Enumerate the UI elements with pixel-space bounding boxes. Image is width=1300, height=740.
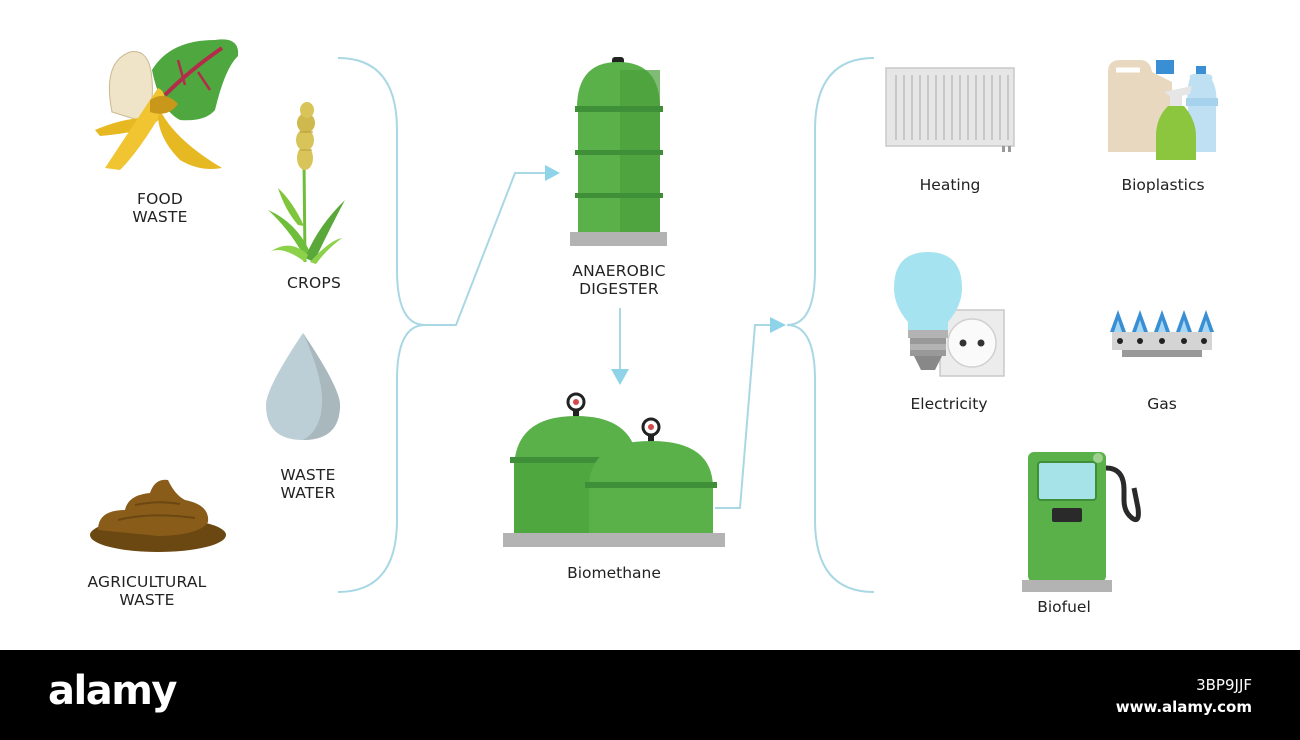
arrow-to-outputs [715,324,770,509]
site-url: www.alamy.com [1115,698,1252,716]
label-gas: Gas [1147,395,1177,413]
fuel-pump-icon [1022,452,1141,592]
plastic-bottles-icon [1108,60,1218,160]
anaerobic-digester-icon [570,57,667,246]
arrow-to-digester [425,172,545,326]
gas-burner-icon [1110,310,1214,357]
label-agricultural-waste: AGRICULTURAL WASTE [87,573,207,609]
manure-icon [90,479,226,552]
alamy-logo: alamy [48,668,177,714]
output-brace [786,57,875,593]
watermark-bar [0,650,1300,740]
lightbulb-socket-icon [894,252,1005,377]
label-electricity: Electricity [910,395,988,413]
arrow-head-digester [545,165,560,181]
biomethane-tanks-icon [503,392,725,547]
water-drop-icon [266,333,340,440]
label-bioplastics: Bioplastics [1121,176,1205,194]
biogas-diagram [90,39,1218,593]
radiator-icon [885,67,1015,152]
label-crops: CROPS [287,274,341,292]
arrow-head-outputs [770,317,786,333]
label-biofuel: Biofuel [1037,598,1091,616]
arrow-head-biomethane [611,369,629,385]
label-food-waste: FOOD WASTE [132,190,188,226]
label-anaerobic-digester: ANAEROBIC DIGESTER [572,262,666,298]
label-biomethane: Biomethane [567,564,661,582]
food-waste-icon [95,39,239,170]
label-heating: Heating [919,176,981,194]
stock-id: 3BP9JJF [1196,676,1252,694]
input-brace [337,57,426,593]
label-waste-water: WASTE WATER [280,466,336,502]
crops-icon [268,102,345,264]
